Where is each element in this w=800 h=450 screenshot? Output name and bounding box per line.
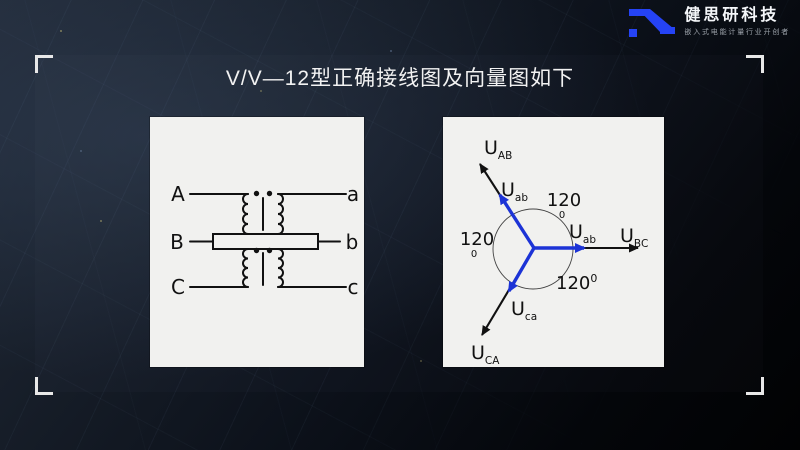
label-U-BC: UBC [620, 225, 648, 250]
company-name: 健思研科技 [684, 7, 780, 24]
polarity-dot-bottom-right [266, 247, 273, 254]
frame-corner-top-left [35, 55, 53, 73]
angle-label-bottom-right: 1200 [556, 272, 597, 294]
polarity-dot-bottom-left [253, 247, 260, 254]
vector-U-ca [507, 247, 536, 293]
vector-U-ab-upleft [498, 193, 536, 249]
wiring-diagram-panel: A B C a b c [150, 117, 364, 367]
terminal-label-a: a [347, 182, 359, 206]
coil-primary-bottom [242, 248, 249, 288]
label-U-AB: UAB [484, 137, 512, 162]
polarity-dot-top-left [253, 190, 260, 197]
coil-primary-top [242, 193, 249, 235]
label-U-CA: UCA [471, 342, 500, 367]
coil-secondary-top [277, 193, 284, 235]
background-dots [60, 30, 62, 32]
label-U-ca: Uca [511, 298, 537, 323]
terminal-label-B: B [170, 230, 184, 254]
company-tagline: 嵌入式电能计量行业开创者 [684, 29, 790, 37]
page-title: V/V—12型正确接线图及向量图如下 [225, 67, 575, 90]
frame-corner-bottom-right [746, 377, 764, 395]
terminal-label-C: C [171, 275, 185, 299]
terminal-label-A: A [171, 182, 185, 206]
polarity-dot-top-right [266, 190, 273, 197]
bus-rectangle [212, 233, 319, 250]
coil-secondary-bottom [277, 248, 284, 288]
terminal-label-b: b [346, 230, 359, 254]
logo: 健思研科技 嵌入式电能计量行业开创者 [629, 7, 790, 38]
terminal-label-c: c [348, 275, 359, 299]
label-U-ab-right: Uab [569, 221, 596, 246]
logo-icon [629, 9, 676, 38]
wiring-diagram: A B C a b c [170, 182, 359, 299]
frame-corner-bottom-left [35, 377, 53, 395]
logo-text: 健思研科技 嵌入式电能计量行业开创者 [684, 7, 790, 37]
label-U-ab-upleft: Uab [501, 179, 528, 204]
frame-corner-top-right [746, 55, 764, 73]
